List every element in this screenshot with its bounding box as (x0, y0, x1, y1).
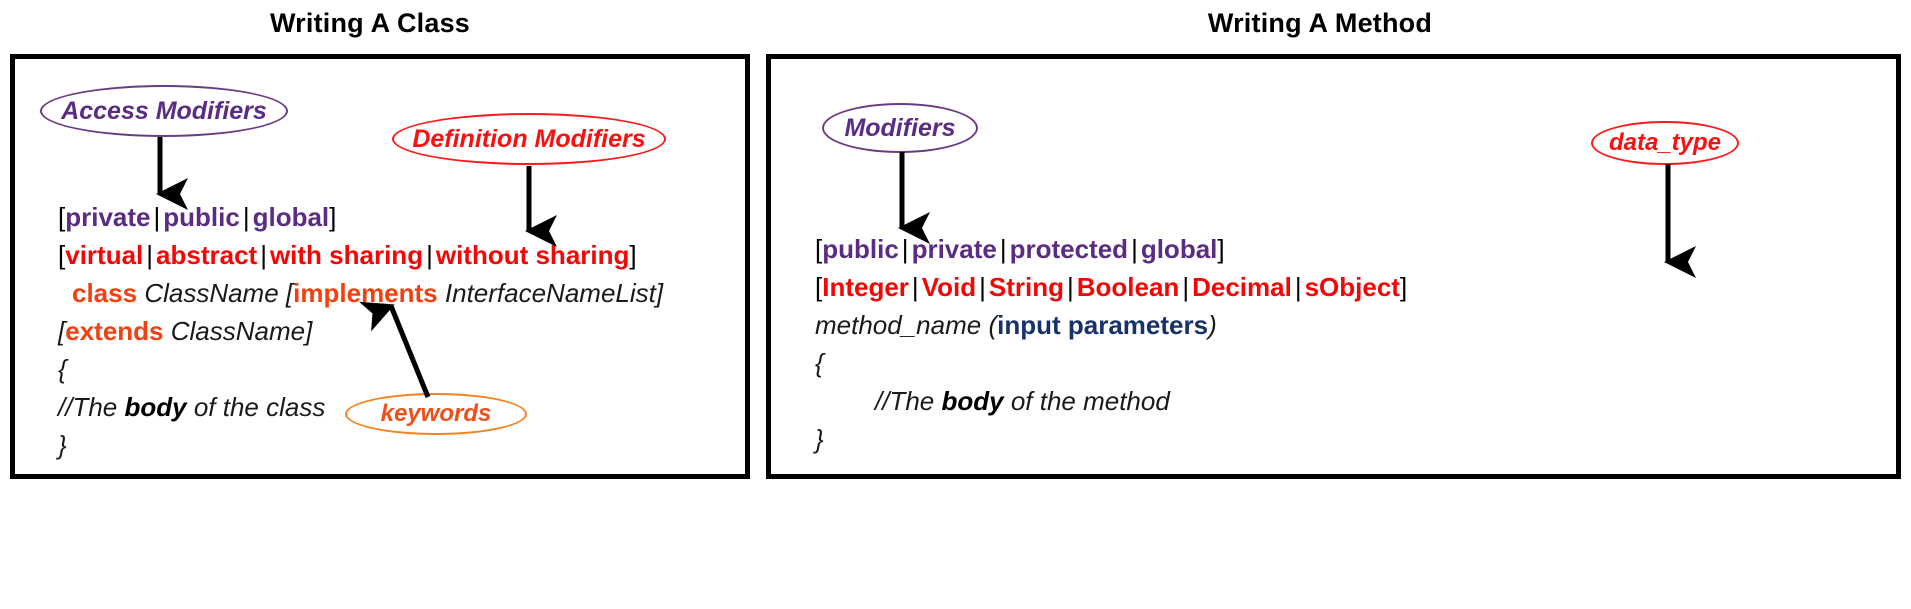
code-token: with sharing (269, 240, 424, 270)
code-line: { (58, 350, 738, 388)
code-token: InterfaceNameList] (444, 278, 664, 308)
code-token: } (815, 424, 824, 454)
code-line: [private|public|global] (58, 198, 738, 236)
code-token: Decimal (1192, 272, 1292, 302)
code-token: ] (1217, 234, 1225, 264)
code-token: without sharing (435, 240, 630, 270)
code-token: ( (981, 310, 998, 340)
left-panel-title: Writing A Class (269, 8, 471, 38)
code-token: [ (815, 234, 823, 264)
code-token: Void (921, 272, 977, 302)
code-token: { (58, 354, 67, 384)
code-token: | (1182, 272, 1190, 302)
code-token (164, 316, 171, 346)
callout-definition-modifiers-label: Definition Modifiers (412, 124, 646, 153)
code-token: sObject (1304, 272, 1400, 302)
code-token: input parameters (997, 310, 1209, 340)
code-line: [extends ClassName] (58, 312, 738, 350)
code-token: class (72, 278, 138, 308)
code-token: ] (629, 240, 637, 270)
code-token: public (163, 202, 240, 232)
code-token: of the method (1003, 386, 1170, 416)
code-token: //The (875, 386, 942, 416)
code-token (279, 278, 286, 308)
code-token: body (124, 392, 187, 422)
code-token: | (911, 272, 919, 302)
code-token: public (822, 234, 899, 264)
code-token: | (260, 240, 267, 270)
code-token: private (911, 234, 997, 264)
code-token: [ (285, 278, 294, 308)
code-line: [Integer|Void|String|Boolean|Decimal|sOb… (815, 268, 1885, 306)
callout-modifiers: Modifiers (822, 103, 978, 153)
code-token: global (1140, 234, 1218, 264)
code-token (438, 278, 445, 308)
code-token: global (252, 202, 330, 232)
code-token: [ (58, 316, 66, 346)
code-token: method_name (815, 310, 982, 340)
code-token: | (901, 234, 909, 264)
callout-definition-modifiers: Definition Modifiers (392, 113, 666, 165)
code-line: { (815, 344, 1885, 382)
code-token: | (1066, 272, 1074, 302)
code-line: method_name (input parameters) (815, 306, 1885, 344)
callout-access-modifiers-label: Access Modifiers (61, 96, 267, 125)
code-token: | (1294, 272, 1302, 302)
code-token: ] (1399, 272, 1408, 302)
code-token: ClassName (144, 278, 279, 308)
right-panel-title: Writing A Method (1207, 8, 1433, 38)
code-line: } (58, 426, 738, 464)
code-token: //The (58, 392, 125, 422)
code-token: | (1131, 234, 1138, 264)
code-line: //The body of the method (815, 382, 1885, 420)
code-token: ClassName] (170, 316, 313, 346)
code-token: private (65, 202, 151, 232)
code-line: //The body of the class (58, 388, 738, 426)
code-token: | (146, 240, 154, 270)
callout-keywords-label: keywords (380, 400, 492, 427)
callout-access-modifiers: Access Modifiers (40, 85, 288, 137)
callout-data-type: data_type (1591, 121, 1739, 165)
code-token: Integer (822, 272, 909, 302)
code-token: | (426, 240, 433, 270)
code-token: { (815, 348, 824, 378)
code-token: | (999, 234, 1007, 264)
callout-keywords: keywords (345, 393, 527, 435)
code-token: [ (58, 202, 66, 232)
code-token: of the class (186, 392, 326, 422)
code-token: implements (293, 278, 438, 308)
code-token: Boolean (1076, 272, 1180, 302)
code-line: [public|private|protected|global] (815, 230, 1885, 268)
code-token: ) (1208, 310, 1217, 340)
right-panel-code: [public|private|protected|global] [Integ… (815, 230, 1885, 458)
code-token: | (979, 272, 986, 302)
left-panel-code: [private|public|global] [virtual|abstrac… (58, 198, 738, 464)
code-token: [ (58, 240, 66, 270)
code-token: protected (1009, 234, 1129, 264)
code-line: [virtual|abstract|with sharing|without s… (58, 236, 738, 274)
callout-data-type-label: data_type (1608, 129, 1722, 156)
code-token: | (153, 202, 161, 232)
code-line: } (815, 420, 1885, 458)
code-token: body (941, 386, 1004, 416)
callout-modifiers-label: Modifiers (844, 113, 956, 142)
code-token: String (988, 272, 1064, 302)
code-token: } (58, 430, 67, 460)
code-token: virtual (65, 240, 144, 270)
code-token: | (242, 202, 250, 232)
code-token: abstract (156, 240, 258, 270)
code-line: class ClassName [implements InterfaceNam… (58, 274, 738, 312)
code-token: extends (65, 316, 164, 346)
code-token: [ (815, 272, 823, 302)
code-token: ] (329, 202, 337, 232)
